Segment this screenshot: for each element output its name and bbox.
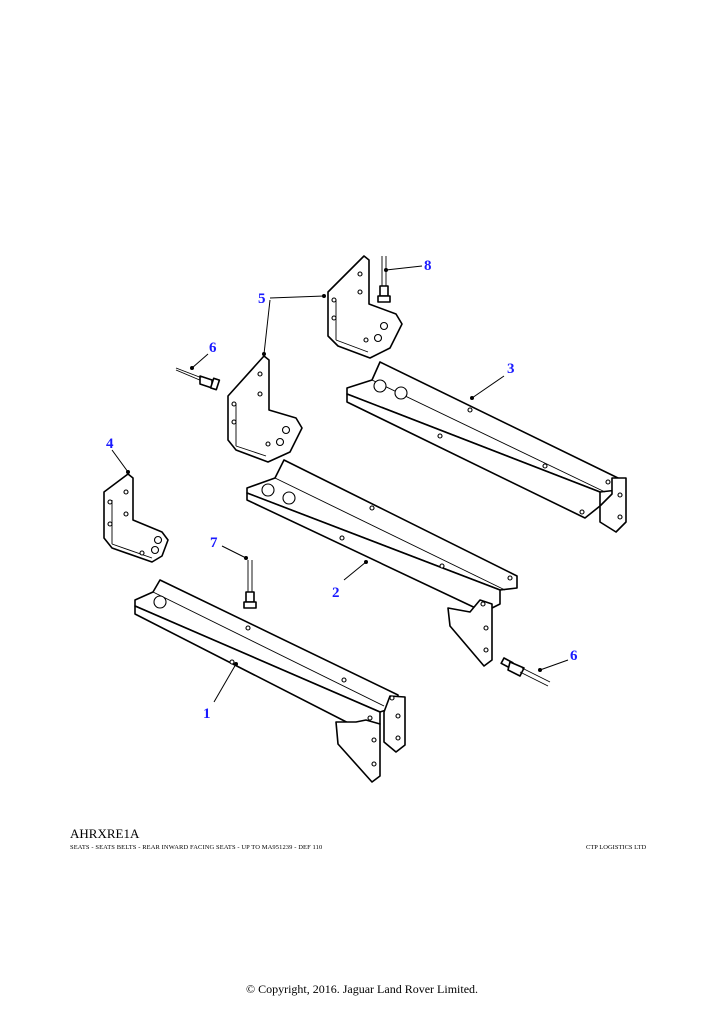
copyright-notice: © Copyright, 2016. Jaguar Land Rover Lim…: [245, 982, 479, 996]
diagram-description: SEATS - SEATS BELTS - REAR INWARD FACING…: [70, 844, 323, 851]
supplier-label: CTP LOGISTICS LTD: [586, 844, 647, 851]
leader-lines: [111, 265, 569, 703]
part-7-rivet: [243, 560, 257, 609]
diagram-code: AHRXRE1A: [70, 826, 140, 841]
callout-7: 7: [210, 535, 218, 551]
callout-8: 8: [424, 258, 432, 274]
part-3-rail: [346, 361, 627, 533]
callout-1: 1: [203, 706, 211, 722]
callout-3: 3: [507, 361, 515, 377]
part-2-rail: [246, 459, 518, 667]
callout-2: 2: [332, 585, 340, 601]
part-6-rivet-right: [500, 657, 551, 687]
part-5-bracket-left: [227, 355, 303, 463]
part-4-bracket: [103, 473, 169, 563]
callout-6-right: 6: [570, 648, 578, 664]
part-6-rivet-left: [175, 367, 221, 391]
callout-5: 5: [258, 291, 266, 307]
callout-4: 4: [106, 436, 114, 452]
callout-6-left: 6: [209, 340, 217, 356]
part-8-rivet: [377, 256, 391, 303]
part-5-bracket-right: [327, 255, 403, 359]
part-1-rail: [134, 579, 406, 783]
